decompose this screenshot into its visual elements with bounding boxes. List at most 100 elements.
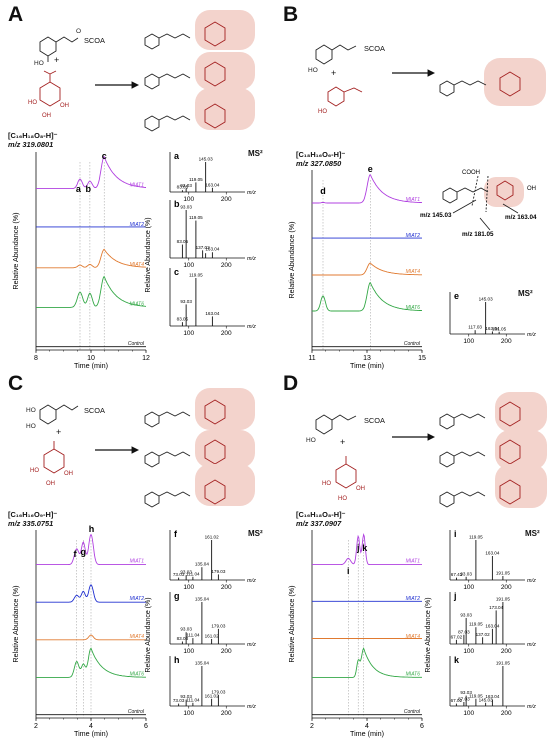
- product-structures-d: [439, 392, 547, 508]
- coumaroyl-coa-d: HO: [306, 414, 357, 444]
- x-tick-label-A: 10: [87, 355, 95, 362]
- peak-label-f: f: [74, 549, 78, 559]
- x-tick-label-D: 4: [365, 723, 369, 730]
- ms2-label-b: MS²: [518, 289, 533, 298]
- chromatogram-y-label-B: Relative Abundance (%): [287, 221, 296, 298]
- svg-text:HO: HO: [26, 407, 36, 414]
- ms2-label-d: MS²: [525, 529, 540, 538]
- svg-text:HO: HO: [34, 60, 44, 67]
- chromatogram-trace-B-MIAT6: [312, 282, 423, 312]
- ms-peak-label-e: 117.03: [468, 325, 482, 330]
- x-tick-label-A: 12: [142, 355, 150, 362]
- svg-text:HO: HO: [28, 100, 37, 106]
- ms-tick-label-j: 200: [501, 648, 512, 655]
- ms-y-label-c: Relative Abundance (%): [145, 597, 152, 672]
- fragmentation-scheme-b: [442, 175, 524, 231]
- svg-text:HO: HO: [322, 481, 331, 487]
- ms-peak-label-b: 93.03: [180, 205, 192, 210]
- ms2-label-a: MS²: [248, 149, 263, 158]
- peak-label-c: c: [102, 151, 107, 161]
- trace-label-C: MIAT6: [130, 671, 145, 677]
- ms-tick-label-k: 200: [501, 710, 512, 717]
- ms-peak-label-f: 93.03: [180, 570, 192, 575]
- ms-peak-label-f: 135.04: [195, 562, 209, 567]
- chromatogram-trace-C-MIAT6: [36, 647, 146, 678]
- ms-peak-label-e: 163.04: [485, 326, 499, 331]
- trace-label-D: MIAT2: [406, 596, 421, 602]
- product-structure-b: [439, 58, 546, 106]
- trace-label-B: MIAT1: [406, 197, 421, 203]
- trace-label-B: MIAT6: [406, 305, 421, 311]
- spectrum-label-k: k: [454, 655, 460, 665]
- fragment-label-181: m/z 181.05: [462, 231, 494, 238]
- ms-peak-label-g: 111.04: [186, 633, 200, 638]
- trace-label-A: MIAT1: [130, 183, 145, 189]
- svg-text:HO: HO: [338, 496, 347, 502]
- plus-sign-b: +: [331, 68, 337, 78]
- peak-label-k: k: [362, 543, 368, 553]
- ms-peak-label-a: 163.04: [205, 182, 219, 187]
- mz-label-d: m/z 337.0907: [296, 519, 342, 528]
- plus-sign-c: +: [56, 427, 62, 437]
- trace-label-D: MIAT4: [406, 634, 421, 640]
- substrate-d: HO HO OH: [322, 456, 365, 502]
- molecule-drawings: HO O HO OH OH: [26, 10, 547, 508]
- reagent-label-c: SCOA: [84, 406, 105, 415]
- ms-peak-label-i: 67.42: [451, 572, 463, 577]
- x-tick-label-C: 6: [144, 723, 148, 730]
- ms-tick-label-c: 100: [183, 330, 194, 337]
- spectrum-label-b: b: [174, 199, 180, 209]
- chromatogram-trace-A-MIAT6: [36, 275, 147, 308]
- panel-letter-b: B: [283, 3, 299, 26]
- ms-peak-label-k: 191.05: [496, 661, 510, 666]
- chromatogram-y-label-A: Relative Abundance (%): [11, 212, 20, 289]
- chromatogram-y-label-C: Relative Abundance (%): [11, 585, 20, 662]
- x-tick-label-B: 13: [363, 355, 371, 362]
- ms-x-label-g: m/z: [247, 642, 256, 648]
- spectrum-label-a: a: [174, 151, 180, 161]
- svg-text:OH: OH: [46, 481, 55, 487]
- coumaroyl-coa-a: HO O: [34, 28, 81, 67]
- ms-peak-label-j: 93.03: [460, 612, 472, 617]
- chromatogram-trace-D-MIAT1: [312, 532, 422, 566]
- panel-letter-d: D: [283, 372, 299, 395]
- ms-peak-label-g: 135.04: [195, 597, 209, 602]
- spectrum-label-i: i: [454, 529, 457, 539]
- ms-peak-label-i: 119.05: [469, 535, 483, 540]
- ms-peak-label-j: 87.03: [458, 629, 470, 634]
- svg-text:HO: HO: [308, 67, 318, 74]
- panel-letter-a: A: [8, 3, 24, 26]
- peak-label-d: d: [320, 186, 326, 196]
- ms-peak-label-g: 83.03: [177, 636, 189, 641]
- spectrum-label-g: g: [174, 591, 180, 601]
- ms-tick-label-b: 200: [221, 262, 232, 269]
- ms-peak-label-b: 119.05: [189, 215, 203, 220]
- svg-text:O: O: [76, 28, 81, 35]
- svg-text:HO: HO: [306, 437, 316, 444]
- coumaroyl-coa-b: HO: [308, 44, 357, 74]
- plus-sign-a: +: [54, 55, 60, 65]
- ms-peak-label-a: 93.03: [180, 183, 192, 188]
- ms-peak-label-g: 93.03: [180, 627, 192, 632]
- plus-sign-d: +: [340, 437, 346, 447]
- spectrum-label-c: c: [174, 267, 179, 277]
- mz-label-b: m/z 327.0850: [296, 159, 342, 168]
- ms-peak-label-k: 87.03: [458, 697, 470, 702]
- chromatogram-trace-C-MIAT1: [36, 533, 146, 566]
- svg-text:OH: OH: [60, 103, 69, 109]
- ms-peak-label-i: 93.03: [460, 571, 472, 576]
- reagent-label-b: SCOA: [364, 44, 385, 53]
- ms-y-label-a: Relative Abundance (%): [145, 217, 152, 292]
- ms-tick-label-f: 100: [183, 584, 194, 591]
- ms-peak-label-e: 181.05: [492, 326, 506, 331]
- ms-x-label-e: m/z: [527, 332, 536, 338]
- substrate-a: HO OH OH: [28, 70, 69, 119]
- trace-label-D: Control: [404, 709, 421, 715]
- trace-label-A: Control: [128, 341, 145, 347]
- ms-peak-label-j: 119.05: [469, 622, 483, 627]
- chromatogram-trace-B-MIAT4: [312, 262, 422, 276]
- ms-tick-label-f: 200: [221, 584, 232, 591]
- ms-peak-label-k: 93.03: [460, 690, 472, 695]
- ms-peak-label-f: 73.03: [173, 572, 185, 577]
- substrate-b: HO: [318, 86, 363, 115]
